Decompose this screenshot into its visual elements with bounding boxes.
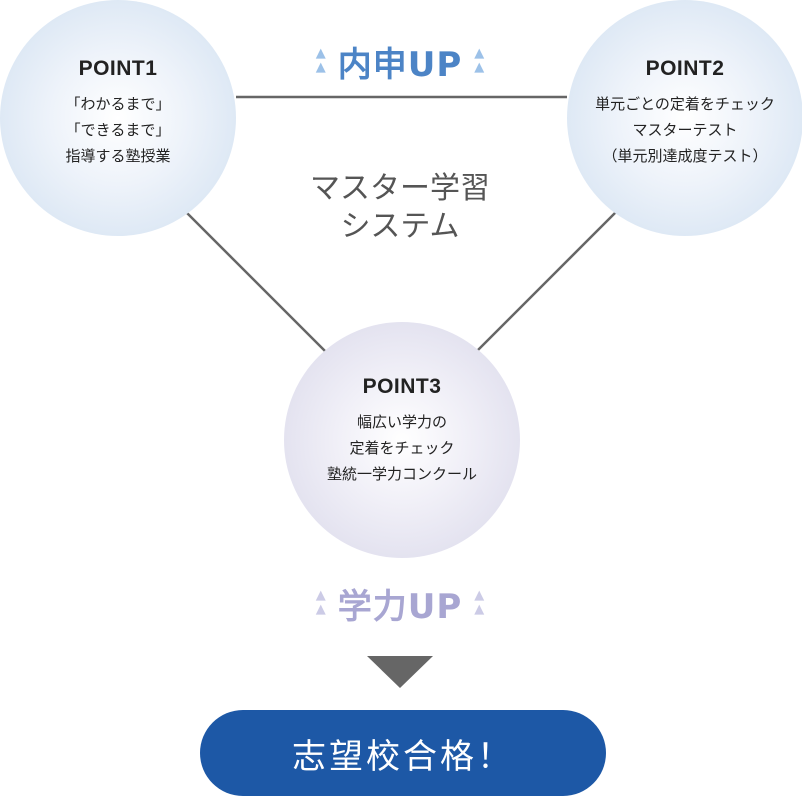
- point3-line3: 塾統一学力コンクール: [326, 465, 477, 483]
- point1-line1: 「わかるまで」: [65, 95, 171, 113]
- up-arrows-icon: ▲▲: [474, 588, 485, 617]
- point1-title: POINT1: [78, 57, 158, 80]
- system-line2: システム: [340, 209, 460, 244]
- up-arrows-icon: ▲▲: [474, 46, 485, 75]
- connector-point1-point3: [185, 211, 331, 357]
- gakuryoku-up-text: 学力UP: [337, 586, 463, 627]
- gakuryoku-up-label: ▲▲ 学力UP ▲▲: [280, 578, 520, 628]
- point2-line2: マスターテスト: [632, 121, 738, 139]
- point2-line1: 単元ごとの定着をチェック: [595, 95, 775, 113]
- up-arrows-icon: ▲▲: [315, 46, 326, 75]
- master-learning-system-label: マスター学習 システム: [250, 170, 550, 246]
- naishin-up-label: ▲▲ 内申UP ▲▲: [280, 36, 520, 86]
- point3-circle: POINT3 幅広い学力の 定着をチェック 塾統一学力コンクール: [284, 322, 520, 558]
- point3-title: POINT3: [362, 375, 442, 398]
- point1-circle: POINT1 「わかるまで」 「できるまで」 指導する塾授業: [0, 0, 236, 236]
- system-line1: マスター学習: [310, 171, 490, 206]
- connector-point2-point3: [471, 211, 617, 357]
- point2-circle: POINT2 単元ごとの定着をチェック マスターテスト （単元別達成度テスト）: [567, 0, 802, 236]
- point3-line1: 幅広い学力の: [356, 413, 447, 431]
- down-arrow-icon: [367, 656, 433, 688]
- point2-line3: （単元別達成度テスト）: [602, 147, 768, 165]
- goal-banner: 志望校合格！: [200, 710, 606, 796]
- up-arrows-icon: ▲▲: [315, 588, 326, 617]
- point3-line2: 定着をチェック: [349, 439, 455, 457]
- point1-line2: 「できるまで」: [65, 121, 171, 139]
- naishin-up-text: 内申UP: [337, 44, 463, 85]
- point1-line3: 指導する塾授業: [65, 147, 171, 165]
- point2-title: POINT2: [645, 57, 725, 80]
